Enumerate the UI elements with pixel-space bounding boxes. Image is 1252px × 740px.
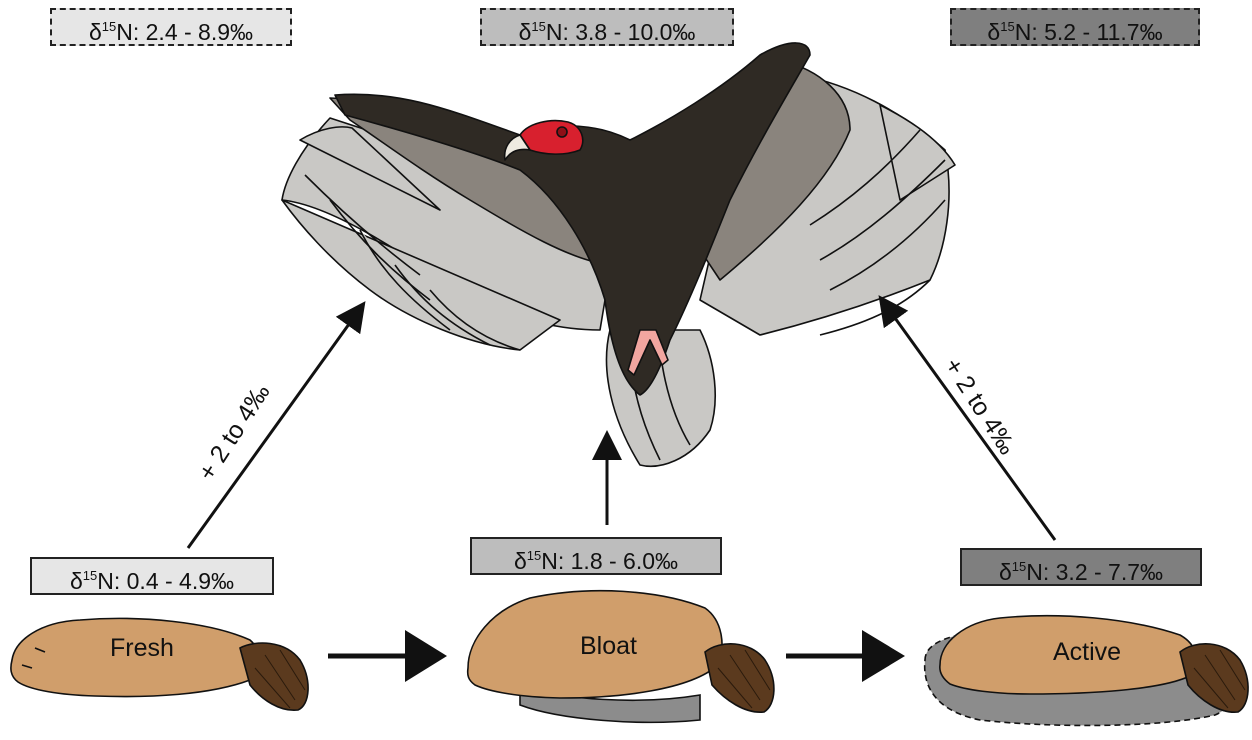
bloat-carcass xyxy=(466,589,775,724)
stage-fresh-label: Fresh xyxy=(110,634,174,662)
carcass-active-box: δ15N: 3.2 - 7.7‰ xyxy=(960,548,1202,586)
vulture-feet xyxy=(627,329,669,376)
right-wing-coverts xyxy=(699,59,851,281)
carcass-fresh-box: δ15N: 0.4 - 4.9‰ xyxy=(30,557,274,595)
stage-active-label: Active xyxy=(1053,638,1122,666)
tail-icon xyxy=(1179,643,1249,713)
arrow-icon xyxy=(862,630,905,682)
vulture-beak xyxy=(503,134,531,161)
left-wing-feathers xyxy=(281,117,611,351)
arrow-icon xyxy=(405,630,447,682)
vulture-bloat-box: δ15N: 3.8 - 10.0‰ xyxy=(480,8,734,46)
stage-bloat-label: Bloat xyxy=(580,632,637,660)
vulture-active-box: δ15N: 5.2 - 11.7‰ xyxy=(950,8,1200,46)
stage-transition-arrows xyxy=(328,630,905,682)
arrows xyxy=(186,295,1057,549)
active-carcass xyxy=(923,614,1249,727)
arrow-fresh-to-vulture xyxy=(186,301,366,549)
vulture-body xyxy=(334,42,811,396)
vulture-fresh-box: δ15N: 2.4 - 8.9‰ xyxy=(50,8,292,46)
arrow-active-to-vulture xyxy=(878,295,1057,541)
vulture-icon xyxy=(281,42,956,467)
fresh-carcass xyxy=(10,617,309,711)
tail-icon xyxy=(239,642,309,711)
tail-icon xyxy=(704,643,775,713)
carcass-bloat-box: δ15N: 1.8 - 6.0‰ xyxy=(470,537,722,575)
